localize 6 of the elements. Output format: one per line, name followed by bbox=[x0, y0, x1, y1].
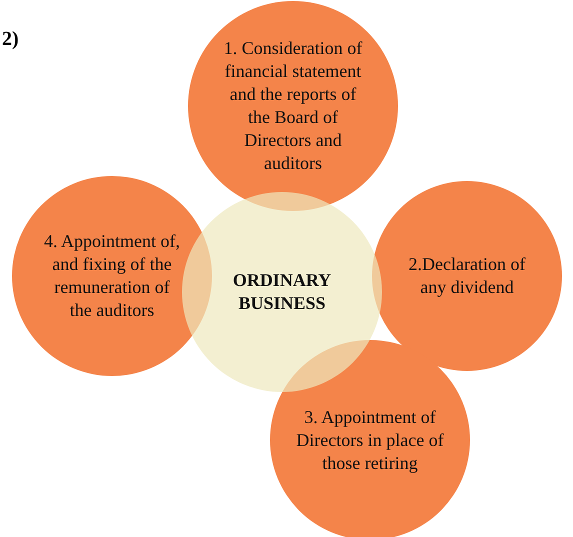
topic-text: 3. Appointment of Directors in place of those retiring bbox=[295, 406, 445, 474]
topic-text: 2.Declaration of any dividend bbox=[408, 253, 526, 299]
topic-text: 1. Consideration of financial statement and the reports of the Board of Directors and auditors bbox=[222, 37, 364, 175]
panel-number: 2) bbox=[2, 28, 19, 51]
center-title: ORDINARY BUSINESS bbox=[232, 269, 332, 315]
topic-text: 4. Appointment of, and fixing of the remuneration of the auditors bbox=[43, 230, 181, 322]
